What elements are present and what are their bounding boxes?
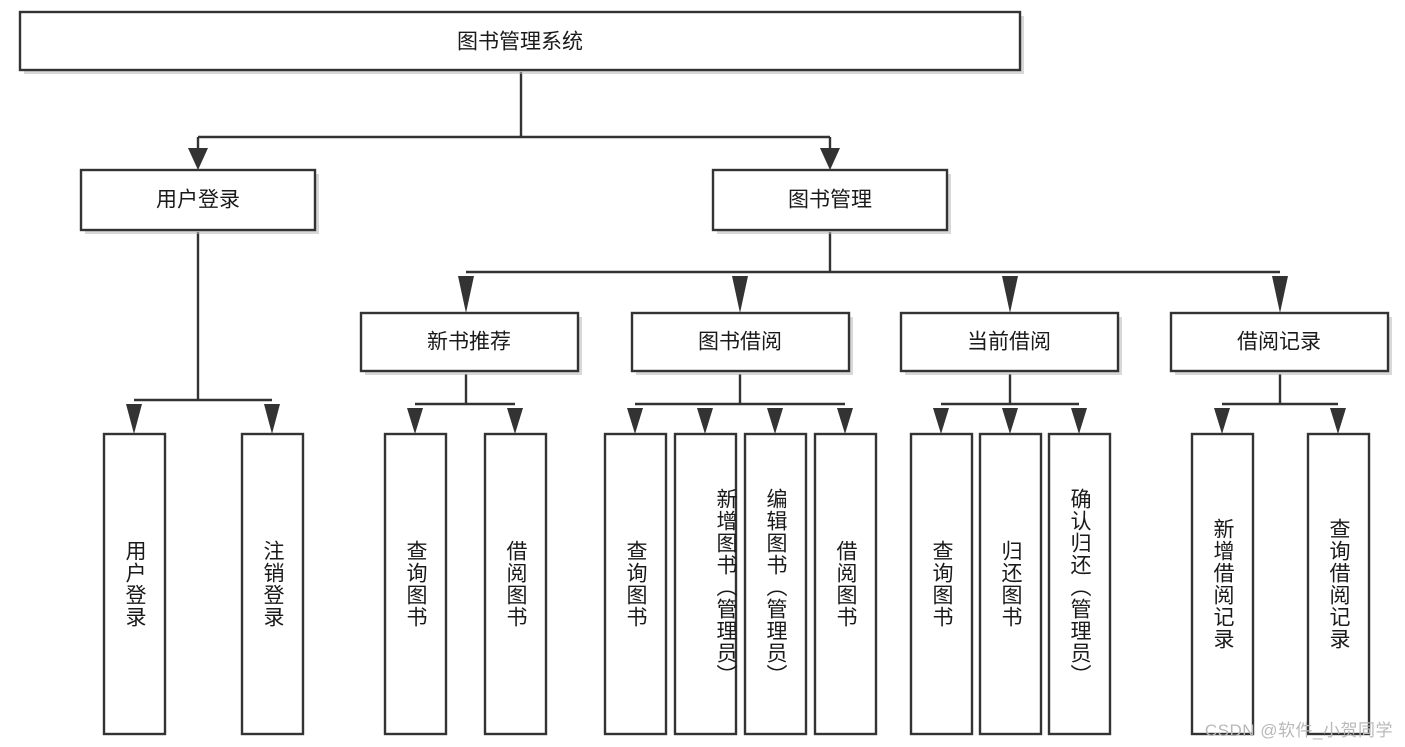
arrow-root-to-user-login bbox=[188, 148, 208, 170]
node-current-borrow-label: 当前借阅 bbox=[967, 331, 1051, 354]
node-user-login-box[interactable] bbox=[79, 168, 317, 232]
node-new-book-rec-box[interactable] bbox=[359, 311, 580, 373]
node-book-borrow-label: 图书借阅 bbox=[698, 331, 782, 354]
node-leaf-borrow-book-1-box[interactable] bbox=[483, 432, 548, 736]
node-user-login-label: 用户登录 bbox=[156, 189, 240, 212]
arrow-to-current-borrow bbox=[1002, 276, 1018, 313]
arrow-book-borrow-leaf2 bbox=[697, 408, 713, 434]
node-leaf-query-book-2-box[interactable] bbox=[603, 432, 668, 736]
arrow-book-borrow-leaf4 bbox=[837, 408, 853, 434]
arrow-current-borrow-leaf2 bbox=[1002, 408, 1018, 434]
arrow-borrow-record-leaf2 bbox=[1330, 408, 1346, 434]
node-leaf-query-book-1-box[interactable] bbox=[383, 432, 448, 736]
node-leaf-user-login-box[interactable] bbox=[102, 432, 167, 736]
node-borrow-record-box[interactable] bbox=[1169, 311, 1390, 373]
node-book-manage-label: 图书管理 bbox=[788, 189, 872, 212]
arrow-current-borrow-leaf3 bbox=[1071, 408, 1087, 434]
node-book-manage-box[interactable] bbox=[711, 168, 949, 232]
node-leaf-confirm-return-box[interactable] bbox=[1047, 432, 1112, 736]
node-current-borrow-box[interactable] bbox=[899, 311, 1120, 373]
arrow-book-borrow-leaf3 bbox=[767, 408, 783, 434]
arrow-root-to-book-manage bbox=[820, 148, 840, 170]
node-new-book-rec-label: 新书推荐 bbox=[427, 331, 511, 354]
arrow-to-new-book-rec bbox=[458, 276, 474, 313]
watermark-text: CSDN @软件_小贺同学 bbox=[1204, 721, 1393, 740]
node-root-label: 图书管理系统 bbox=[457, 31, 583, 54]
node-leaf-borrow-book-2-box[interactable] bbox=[813, 432, 878, 736]
node-root-box[interactable] bbox=[18, 10, 1022, 72]
node-leaf-query-record-box[interactable] bbox=[1306, 432, 1371, 736]
node-leaf-add-book-box[interactable] bbox=[673, 432, 738, 736]
arrow-to-book-borrow bbox=[732, 276, 748, 313]
node-leaf-edit-book-box[interactable] bbox=[743, 432, 808, 736]
arrow-user-login-leaf2 bbox=[264, 404, 280, 434]
arrow-current-borrow-leaf1 bbox=[933, 408, 949, 434]
node-leaf-query-book-3-box[interactable] bbox=[909, 432, 974, 736]
node-borrow-record-label: 借阅记录 bbox=[1237, 331, 1321, 354]
arrow-new-book-rec-leaf1 bbox=[407, 408, 423, 434]
arrow-new-book-rec-leaf2 bbox=[507, 408, 523, 434]
arrow-user-login-leaf1 bbox=[126, 404, 142, 434]
arrow-book-borrow-leaf1 bbox=[627, 408, 643, 434]
arrow-to-borrow-record bbox=[1272, 276, 1288, 313]
node-leaf-return-book-box[interactable] bbox=[978, 432, 1043, 736]
arrow-borrow-record-leaf1 bbox=[1214, 408, 1230, 434]
nodes-layer: 图书管理系统 用户登录 图书管理 新书推荐 图书借阅 当前借阅 借阅记录 bbox=[18, 10, 1392, 736]
node-leaf-add-record-box[interactable] bbox=[1190, 432, 1255, 736]
node-book-borrow-box[interactable] bbox=[630, 311, 851, 373]
edges-layer bbox=[126, 72, 1346, 434]
node-leaf-user-logout-box[interactable] bbox=[240, 432, 305, 736]
